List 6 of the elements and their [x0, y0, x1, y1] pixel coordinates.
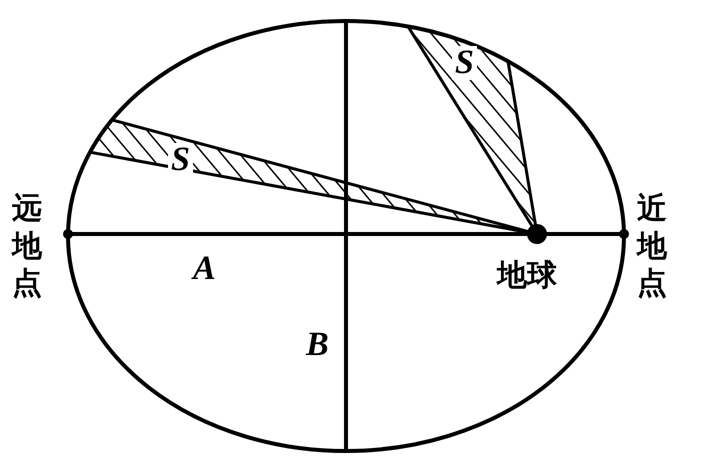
area-label: S [452, 46, 477, 80]
perigee-label: 近地点 [637, 190, 667, 302]
semi-major-axis-label: A [193, 252, 216, 286]
earth-label: 地球 [497, 261, 557, 291]
apogee-label: 远地点 [12, 190, 42, 302]
semi-minor-axis-label: B [306, 328, 329, 362]
